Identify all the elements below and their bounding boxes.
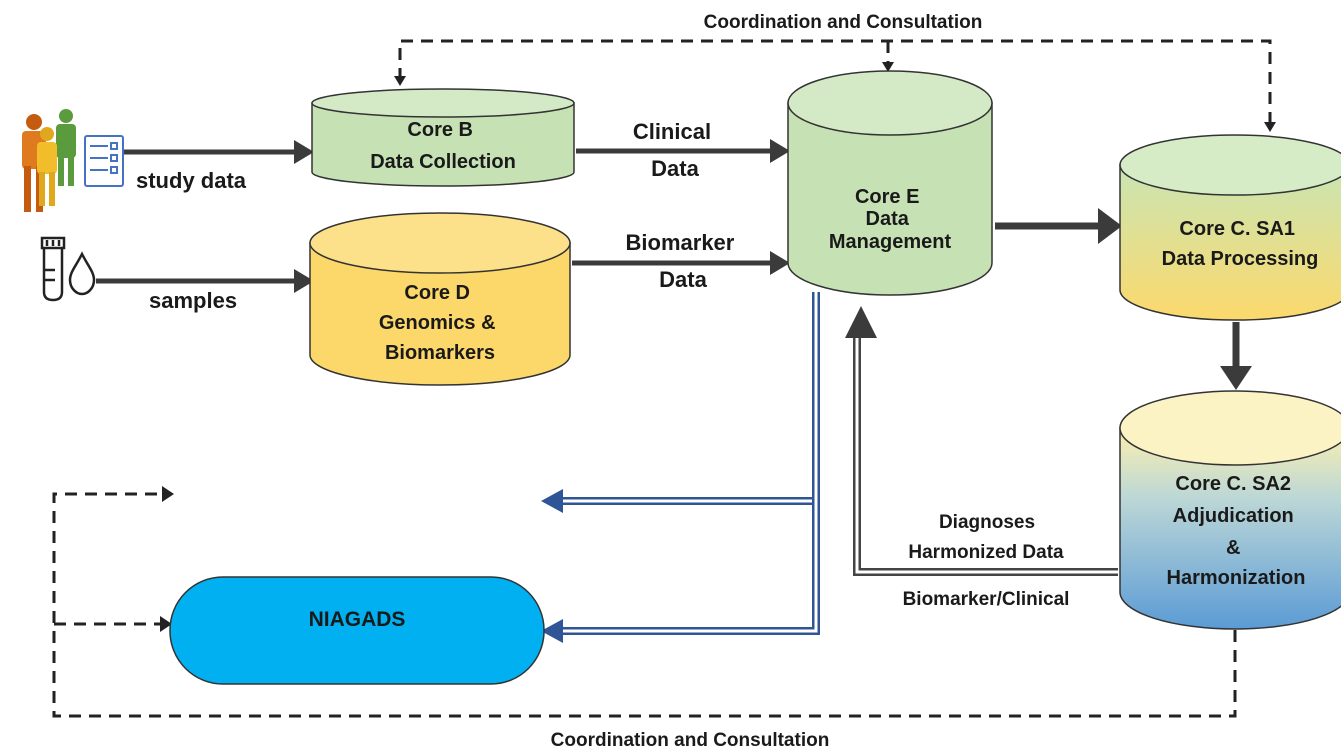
biomarker-clinical-label: Biomarker/Clinical: [903, 589, 1070, 610]
core-c-sa1-cylinder: [1119, 134, 1341, 321]
core-c-sa2-line-1: Core C. SA2: [1175, 473, 1291, 495]
core-e-line-3: Management: [829, 231, 952, 253]
core-e-line-2: Data: [866, 208, 910, 230]
diagnoses-label: Diagnoses: [939, 512, 1035, 533]
blue-arrowhead-to-niagads: [541, 619, 563, 643]
arrowhead-dashed-to-niagads: [160, 616, 172, 632]
arrowhead-to-core-e-bottom: [845, 306, 877, 338]
core-c-sa1-label: Core C. SA1 Data Processing: [1162, 218, 1319, 270]
core-e-cylinder: [787, 70, 993, 296]
test-tube-icon: [40, 236, 66, 302]
arrowhead-dashed-upper: [162, 486, 174, 502]
arrowhead-to-core-e: [882, 62, 894, 72]
arrowhead-to-core-c1: [1264, 122, 1276, 132]
core-c-sa2-line-2: Adjudication: [1173, 505, 1294, 527]
core-d-line-3: Biomarkers: [385, 342, 495, 364]
arrow-biomarker-data: [572, 251, 790, 275]
arrow-samples: [96, 269, 314, 293]
core-c-sa2-line-3: &: [1226, 537, 1240, 559]
core-b-line-2: Data Collection: [370, 151, 516, 173]
bottom-coordination-label: Coordination and Consultation: [551, 730, 830, 751]
arrow-clinical-data: [576, 139, 790, 163]
study-data-label: study data: [136, 168, 247, 193]
blood-drop-icon: [68, 251, 96, 296]
core-d-line-2: Genomics &: [379, 312, 496, 334]
clinical-line-2: Data: [651, 156, 699, 181]
biomarker-data-label: Biomarker Data: [626, 230, 741, 292]
arrow-study-data: [124, 140, 314, 164]
clinical-line-1: Clinical: [633, 119, 711, 144]
checklist-icon: [84, 135, 124, 187]
arrow-e-to-c1: [995, 208, 1122, 244]
core-c-sa2-line-4: Harmonization: [1167, 567, 1306, 589]
core-c-sa1-line-2: Data Processing: [1162, 248, 1319, 270]
harmonized-data-connector: [853, 330, 1118, 576]
core-e-label: Core E Data Management: [829, 186, 952, 253]
top-coordination-label: Coordination and Consultation: [704, 12, 983, 33]
arrowhead-to-core-b: [394, 76, 406, 86]
core-d-line-1: Core D: [404, 282, 470, 304]
core-c-sa2-cylinder: [1119, 390, 1341, 630]
people-icon: [22, 109, 76, 212]
harmonized-data-label: Harmonized Data: [908, 542, 1064, 563]
core-d-cylinder: [309, 212, 571, 386]
bottom-coordination-connector: [52, 492, 1237, 718]
core-e-line-1: Core E: [855, 186, 919, 208]
core-b-line-1: Core B: [407, 119, 473, 141]
core-d-label: Core D Genomics & Biomarkers: [379, 282, 501, 364]
core-b-cylinder: [311, 88, 575, 187]
biomarker-line-2: Data: [659, 267, 707, 292]
core-c-sa1-line-1: Core C. SA1: [1179, 218, 1295, 240]
blue-arrowhead-upper: [541, 489, 563, 513]
core-c-sa2-label: Core C. SA2 Adjudication & Harmonization: [1167, 473, 1306, 589]
arrow-c1-to-c2: [1220, 322, 1252, 390]
blue-output-connector: [560, 292, 820, 635]
clinical-data-label: Clinical Data: [633, 119, 717, 181]
top-coordination-connector: [398, 39, 1272, 128]
niagads-label: NIAGADS: [309, 608, 406, 631]
core-b-label: Core B Data Collection: [370, 119, 516, 173]
niagads-node: [169, 576, 545, 685]
samples-label: samples: [149, 288, 237, 313]
biomarker-line-1: Biomarker: [626, 230, 735, 255]
